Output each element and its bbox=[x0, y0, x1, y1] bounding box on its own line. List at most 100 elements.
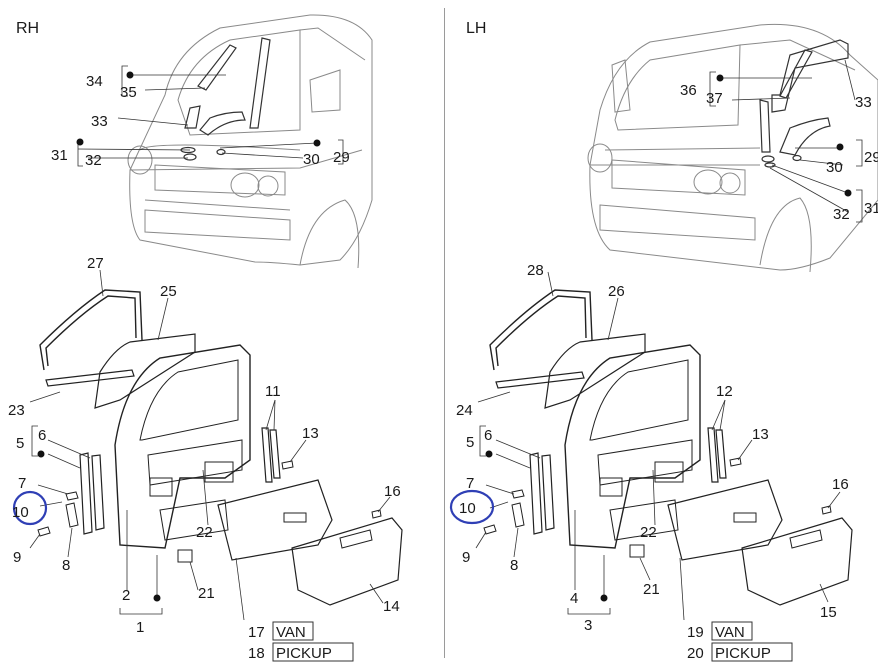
lh-callout-32: 32 bbox=[833, 206, 850, 223]
rh-callout-16: 16 bbox=[384, 483, 401, 500]
rh-callout-31: 31 bbox=[51, 147, 68, 164]
lh-callout-7: 7 bbox=[466, 475, 474, 492]
rh-variant-18-number: 18 bbox=[248, 645, 265, 662]
rh-part-30-clip bbox=[216, 148, 226, 156]
lh-callout-15: 15 bbox=[820, 604, 837, 621]
lh-callout-37: 37 bbox=[706, 90, 723, 107]
lh-part-10-highlight bbox=[449, 489, 495, 525]
lh-title: LH bbox=[466, 20, 487, 37]
rh-callout-22: 22 bbox=[196, 524, 213, 541]
lh-callout-5: 5 bbox=[466, 434, 474, 451]
lh-callout-24: 24 bbox=[456, 402, 473, 419]
lh-callout-31: 31 bbox=[864, 200, 878, 217]
lh-part-33-seal bbox=[771, 39, 849, 113]
lh-part-15-trim-panel bbox=[741, 517, 853, 606]
rh-cab-drawing bbox=[127, 14, 373, 269]
lh-variant-legend: 19 VAN 20 PICKUP bbox=[687, 621, 793, 662]
rh-variant-legend: 17 VAN 18 PICKUP bbox=[248, 621, 354, 662]
rh-callout-1: 1 bbox=[136, 619, 144, 636]
lh-callout-21: 21 bbox=[643, 581, 660, 598]
lh-panel bbox=[449, 23, 878, 621]
rh-title: RH bbox=[16, 20, 40, 37]
rh-callout-9: 9 bbox=[13, 549, 21, 566]
rh-part-14-trim-panel bbox=[291, 517, 403, 606]
lh-variant-pickup-label: PICKUP bbox=[715, 645, 771, 662]
lh-part-26-glass bbox=[544, 333, 646, 409]
rh-callout-11: 11 bbox=[265, 383, 281, 400]
rh-part-6-hinge bbox=[79, 452, 105, 535]
rh-part-35-molding bbox=[197, 44, 237, 91]
rh-variant-17-number: 17 bbox=[248, 624, 265, 641]
lh-part-12-run-channel bbox=[707, 427, 727, 483]
lh-callout-9: 9 bbox=[462, 549, 470, 566]
rh-variant-van-box bbox=[272, 621, 314, 641]
rh-callout-33: 33 bbox=[91, 113, 108, 130]
lh-callouts: 36 37 33 29 30 31 32 28 26 24 6 5 7 10 9… bbox=[456, 82, 878, 634]
rh-part-27-glass-run bbox=[39, 289, 143, 371]
lh-callout-3: 3 bbox=[584, 617, 592, 634]
rh-callout-2: 2 bbox=[122, 587, 130, 604]
lh-callout-33: 33 bbox=[855, 94, 872, 111]
rh-variant-van-label: VAN bbox=[276, 624, 306, 641]
lh-callout-12: 12 bbox=[716, 383, 733, 400]
rh-callout-32: 32 bbox=[85, 152, 102, 169]
rh-callout-6: 6 bbox=[38, 427, 46, 444]
rh-part-33-seal bbox=[184, 105, 201, 129]
lh-part-21-plug bbox=[629, 544, 645, 558]
lh-variant-20-number: 20 bbox=[687, 645, 704, 662]
lh-part-32-clip bbox=[761, 155, 775, 163]
rh-part-2-door-shell bbox=[114, 344, 251, 549]
lh-callout-10: 10 bbox=[459, 500, 476, 517]
rh-callout-30: 30 bbox=[303, 151, 320, 168]
lh-part-9-bolt bbox=[483, 524, 497, 535]
rh-part-8-check bbox=[65, 502, 79, 528]
lh-callout-13: 13 bbox=[752, 426, 769, 443]
rh-part-13-bolt bbox=[281, 460, 294, 470]
rh-variant-pickup-box bbox=[272, 642, 354, 662]
lh-callout-8: 8 bbox=[510, 557, 518, 574]
rh-part-16-clip bbox=[371, 509, 382, 519]
rh-part-7-bolt bbox=[65, 491, 79, 501]
rh-part-21-plug bbox=[177, 549, 193, 563]
rh-callout-8: 8 bbox=[62, 557, 70, 574]
lh-callout-29: 29 bbox=[864, 149, 878, 166]
lh-part-6-hinge bbox=[529, 452, 555, 535]
rh-part-25-glass bbox=[94, 333, 196, 409]
lh-callout-26: 26 bbox=[608, 283, 625, 300]
rh-callout-21: 21 bbox=[198, 585, 215, 602]
rh-callout-14: 14 bbox=[383, 598, 400, 615]
lh-part-28-glass-run bbox=[489, 289, 593, 371]
lh-callout-30: 30 bbox=[826, 159, 843, 176]
rh-callout-35: 35 bbox=[120, 84, 137, 101]
rh-callouts: 34 35 33 31 32 30 29 27 25 23 6 5 7 10 9… bbox=[8, 73, 401, 636]
rh-callout-25: 25 bbox=[160, 283, 177, 300]
lh-part-13-bolt bbox=[729, 457, 742, 467]
rh-callout-7: 7 bbox=[18, 475, 26, 492]
rh-variant-pickup-label: PICKUP bbox=[276, 645, 332, 662]
lh-callout-16: 16 bbox=[832, 476, 849, 493]
rh-callout-10: 10 bbox=[12, 504, 29, 521]
lh-part-4-door-shell bbox=[564, 344, 701, 549]
rh-part-32-clip bbox=[183, 153, 197, 161]
rh-part-17-trim-board bbox=[217, 479, 333, 561]
lh-part-16-clip bbox=[821, 505, 832, 515]
lh-callout-22: 22 bbox=[640, 524, 657, 541]
lh-part-8-check bbox=[511, 502, 525, 528]
lh-part-7-bolt bbox=[511, 489, 525, 499]
lh-callout-36: 36 bbox=[680, 82, 697, 99]
lh-callout-4: 4 bbox=[570, 590, 578, 607]
rh-part-11-run-channel bbox=[261, 427, 281, 483]
rh-part-34-molding bbox=[249, 37, 271, 129]
lh-part-30-clip bbox=[792, 154, 802, 162]
lh-part-19-trim-board bbox=[667, 479, 783, 561]
lh-variant-van-label: VAN bbox=[715, 624, 745, 641]
rh-callout-29: 29 bbox=[333, 149, 350, 166]
lh-variant-pickup-box bbox=[711, 642, 793, 662]
rh-callout-27: 27 bbox=[87, 255, 104, 272]
lh-variant-van-box bbox=[711, 621, 753, 641]
lh-cab-drawing bbox=[587, 23, 878, 273]
rh-callout-34: 34 bbox=[86, 73, 103, 90]
lh-callout-28: 28 bbox=[527, 262, 544, 279]
rh-part-10-highlight bbox=[12, 490, 48, 526]
